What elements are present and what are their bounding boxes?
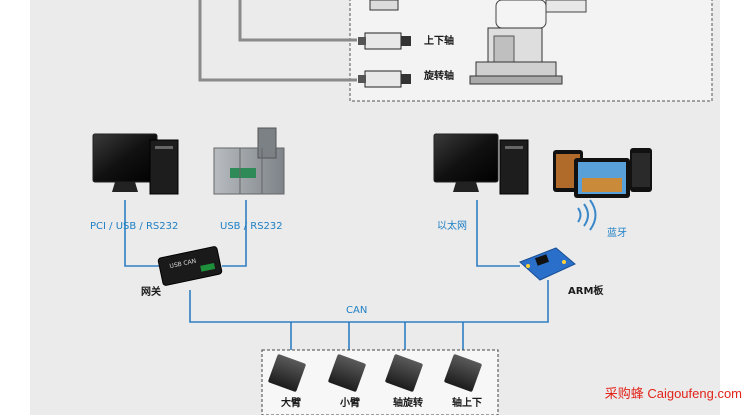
desktop-pc-icon [92, 133, 179, 195]
robot-panel [198, 0, 713, 102]
mobile-devices-icon [553, 148, 652, 198]
ethernet-link [476, 200, 520, 267]
desktop-pc-icon [433, 133, 529, 195]
connection-lines [124, 200, 549, 352]
label-vertical-axis: 上下轴 [424, 36, 454, 47]
can-bus [189, 280, 549, 323]
label-pci-usb-rs232: PCI / USB / RS232 [90, 221, 179, 232]
label-arm-board: ARM板 [568, 286, 604, 297]
usb-can-gateway-icon: USB CAN [157, 246, 223, 286]
label-usb-rs232: USB / RS232 [220, 221, 283, 232]
scara-robot-icon [469, 0, 587, 85]
pci-link [124, 200, 160, 267]
motor-icon [444, 354, 482, 392]
servo-motor-icon [369, 0, 399, 11]
label-gateway: 网关 [141, 287, 161, 298]
motor-label-vertical: 轴上下 [452, 398, 482, 409]
motor-label-big-arm: 大臂 [281, 398, 301, 409]
motor-icon [328, 354, 366, 392]
label-ethernet: 以太网 [437, 221, 467, 232]
usb-link [222, 200, 247, 267]
watermark: 采购蜂 Caigoufeng.com [604, 386, 742, 401]
motor-icon [385, 354, 423, 392]
label-rotation-axis: 旋转轴 [424, 71, 454, 82]
bluetooth-signal-icon [577, 199, 597, 231]
plc-icon [213, 127, 285, 195]
arm-board-icon [519, 247, 576, 281]
servo-motor-icon [358, 70, 411, 88]
motor-label-small-arm: 小臂 [340, 398, 360, 409]
label-can-bus: CAN [346, 305, 368, 316]
servo-motor-icon [358, 32, 411, 50]
motor-label-rotation: 轴旋转 [393, 398, 423, 409]
label-bluetooth: 蓝牙 [607, 228, 627, 239]
motor-icon [268, 354, 306, 392]
